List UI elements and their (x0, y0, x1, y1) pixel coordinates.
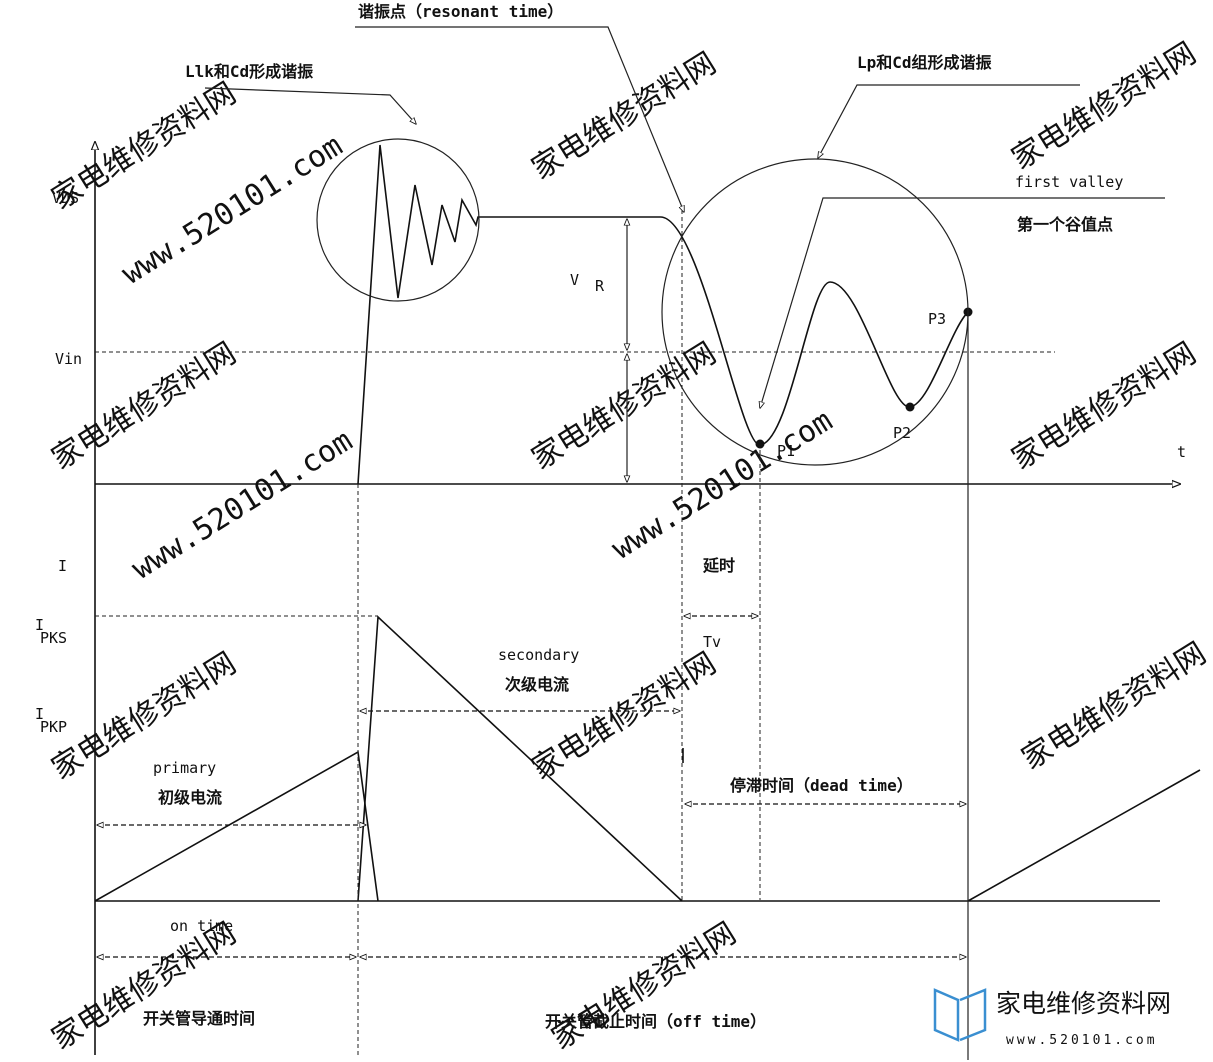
resonant-time-label: 谐振点（resonant time） (358, 2, 563, 21)
delay-cn-label: 延时 (702, 556, 735, 575)
book-logo-icon (933, 988, 960, 1042)
watermark-text: 家电维修资料网 (526, 646, 723, 787)
p1-marker (755, 439, 765, 449)
p2-marker (905, 402, 915, 412)
llk-cd-pointer (204, 87, 416, 124)
llk-cd-resonance-label: Llk和Cd形成谐振 (185, 62, 313, 81)
secondary-label: secondary (498, 646, 579, 664)
site-logo: 家电维修资料网 www.520101.com (933, 988, 1171, 1048)
off-time-cn-label: 开关管截止时间（off time） (545, 1012, 766, 1031)
resonant-time-pointer (355, 26, 684, 212)
first-valley-cn-label: 第一个谷值点 (1017, 215, 1113, 234)
t-axis-label: t (1177, 443, 1186, 461)
vds-axis-label: VDS (52, 189, 79, 207)
on-time-label: on time (170, 917, 233, 935)
primary-current-waveform (94, 750, 379, 902)
lp-resonance-circle (661, 158, 969, 466)
secondary-cn-label: 次级电流 (505, 675, 569, 694)
lp-cd-pointer (818, 84, 1080, 158)
watermark-url: www.520101.com (126, 423, 359, 587)
dead-time-label: 停滞时间（dead time） (730, 776, 913, 795)
primary-label: primary (153, 759, 216, 777)
secondary-current-waveform (357, 615, 683, 902)
book-logo-icon-right (959, 988, 987, 1042)
watermark-text: 家电维修资料网 (1006, 36, 1203, 177)
next-primary-current-waveform (967, 769, 1201, 902)
vds-axes (95, 142, 1180, 1055)
watermark-text: 家电维修资料网 (1006, 336, 1203, 477)
ipks-label-subscript: PKS (40, 629, 67, 647)
first-valley-pointer (760, 197, 1165, 408)
tv-label: Tv (703, 633, 721, 651)
p3-label: P3 (928, 310, 946, 328)
ipks-label: I (35, 616, 44, 634)
first-valley-label: first valley (1015, 173, 1123, 191)
p1-label: P1 (777, 442, 795, 460)
vds-waveform (357, 144, 660, 485)
current-axis-label: I (58, 557, 67, 575)
vds-resonance-waveform (659, 216, 969, 446)
llk-resonance-circle (316, 138, 480, 302)
watermark-text: 家电维修资料网 (46, 916, 243, 1057)
primary-cn-label: 初级电流 (158, 788, 222, 807)
watermark-text: 家电维修资料网 (526, 336, 723, 477)
watermark-url: www.520101.com (606, 403, 839, 567)
ipkp-label: I (35, 705, 44, 723)
vr-label-subscript: R (595, 277, 605, 295)
logo-url: www.520101.com (1006, 1033, 1158, 1048)
p2-label: P2 (893, 424, 911, 442)
watermark-text: 家电维修资料网 (546, 916, 743, 1057)
lp-cd-resonance-label: Lp和Cd组形成谐振 (857, 53, 992, 72)
watermark-text: 家电维修资料网 (1016, 636, 1213, 777)
logo-text: 家电维修资料网 (996, 989, 1171, 1018)
vr-label: V (570, 271, 579, 289)
ipkp-label-subscript: PKP (40, 718, 67, 736)
vin-label: Vin (55, 350, 82, 368)
on-time-cn-label: 开关管导通时间 (143, 1009, 255, 1028)
